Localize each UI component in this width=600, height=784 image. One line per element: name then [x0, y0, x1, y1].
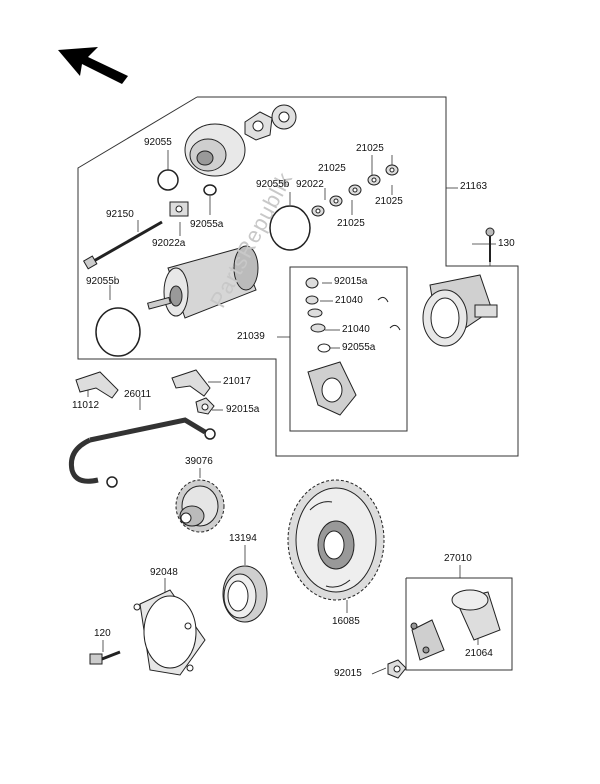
- starter-end-cover: [157, 123, 246, 196]
- label-92055a: 92055a: [190, 219, 224, 230]
- label-92015: 92015: [334, 668, 362, 679]
- label-92055b-top: 92055b: [256, 179, 290, 190]
- bolt-120: [89, 650, 121, 665]
- label-92022a: 92022a: [152, 238, 186, 249]
- label-92055: 92055: [144, 137, 172, 148]
- front-direction-arrow: [58, 47, 128, 84]
- relay-box: [405, 577, 513, 671]
- label-11012: 11012: [72, 400, 100, 411]
- label-21163: 21163: [460, 181, 488, 192]
- through-bolt: [82, 220, 163, 270]
- label-16085: 16085: [332, 616, 360, 627]
- label-92015a-top: 92015a: [334, 276, 368, 287]
- label-21040-b: 21040: [342, 324, 370, 335]
- label-27010: 27010: [444, 553, 472, 564]
- starter-idle-gear: [175, 479, 225, 533]
- motor-housing-cup: [422, 227, 498, 347]
- starter-clutch-gear: [287, 479, 385, 601]
- label-120: 120: [94, 628, 111, 639]
- label-92150: 92150: [106, 209, 134, 220]
- label-92055b: 92055b: [86, 276, 120, 287]
- label-21017: 21017: [223, 376, 251, 387]
- one-way-clutch: [222, 565, 268, 623]
- label-21025-b: 21025: [318, 163, 346, 174]
- thrust-washers: [269, 164, 399, 251]
- label-21025-a: 21025: [356, 143, 384, 154]
- brush-holder-box: [289, 266, 408, 432]
- label-13194: 13194: [229, 533, 257, 544]
- starter-cable: [68, 417, 216, 488]
- label-92015a: 92015a: [226, 404, 260, 415]
- plate-92022a: [169, 201, 189, 217]
- label-21025-d: 21025: [337, 218, 365, 229]
- label-130: 130: [498, 238, 515, 249]
- brush-holder-parts: [305, 277, 401, 416]
- label-21040-a: 21040: [335, 295, 363, 306]
- assembly-outline: [77, 96, 519, 457]
- label-39076: 39076: [185, 456, 213, 467]
- label-21064: 21064: [465, 648, 493, 659]
- leader-lines: [87, 150, 496, 675]
- washer-plates: [244, 104, 297, 141]
- label-21039: 21039: [237, 331, 265, 342]
- label-92048: 92048: [150, 567, 178, 578]
- label-21025-c: 21025: [375, 196, 403, 207]
- label-92022: 92022: [296, 179, 324, 190]
- clutch-holder-plate: [133, 589, 206, 676]
- relay-parts: [387, 589, 501, 679]
- label-92055a-inner: 92055a: [342, 342, 376, 353]
- cable-boots: [75, 369, 215, 415]
- label-26011: 26011: [124, 389, 152, 400]
- starter-motor-body: [95, 245, 259, 357]
